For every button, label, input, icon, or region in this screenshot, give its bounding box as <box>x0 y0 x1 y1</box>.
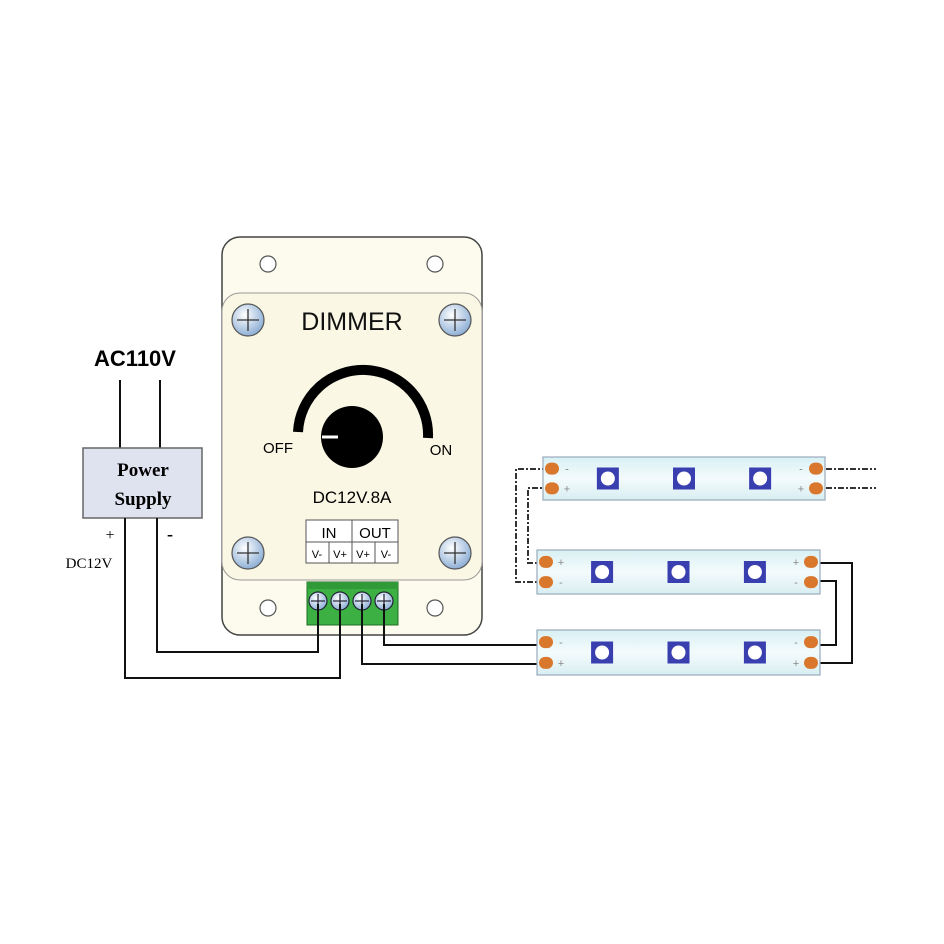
off-label: OFF <box>263 440 293 457</box>
led-chip-icon <box>591 561 614 583</box>
in-group-label: IN <box>322 525 337 542</box>
wire-strip3-strip2-positive <box>818 562 853 664</box>
psu-minus-label: - <box>167 524 173 544</box>
screw-icon <box>438 536 472 570</box>
dimmer-unit: DIMMER OFF ON DC12V.8A IN OUT V- V+ V+ V… <box>221 236 483 636</box>
led-chip-icon <box>749 467 772 490</box>
pad-polarity-label: + <box>564 483 570 495</box>
wire-strip3-strip2-negative <box>818 580 837 646</box>
solder-pad <box>545 462 559 475</box>
solder-pad <box>804 636 818 649</box>
led-chip-icon <box>673 467 695 490</box>
wire-out-positive <box>361 604 540 665</box>
led-chip-icon <box>667 561 690 583</box>
pad-polarity-label: + <box>793 557 799 569</box>
solder-pad <box>539 576 553 589</box>
led-strip: + + - - <box>536 549 821 595</box>
ac-source-label: AC110V <box>94 346 176 371</box>
pad-polarity-label: + <box>558 557 564 569</box>
mounting-hole-icon <box>259 255 444 617</box>
led-chip-icon <box>596 467 619 490</box>
on-label: ON <box>430 442 453 459</box>
pad-polarity-label: - <box>565 464 569 476</box>
brightness-arc <box>293 364 434 439</box>
pad-polarity-label: + <box>793 658 799 670</box>
pad-polarity-label: - <box>794 637 798 649</box>
dimmer-knob[interactable] <box>321 406 383 468</box>
solder-pad <box>539 656 553 669</box>
pad-polarity-label: + <box>558 658 564 670</box>
solder-pad <box>539 555 553 568</box>
solder-pad <box>804 576 818 589</box>
solder-pad <box>804 656 818 669</box>
led-chip-icon <box>667 641 690 664</box>
psu-plus-label: + <box>105 527 114 544</box>
solder-pad <box>539 636 553 649</box>
wire-psu-positive <box>124 518 341 679</box>
dimmer-rating: DC12V.8A <box>313 488 392 507</box>
out-group-label: OUT <box>359 525 391 542</box>
pad-polarity-label: + <box>798 483 804 495</box>
terminal-label: V+ <box>356 549 370 561</box>
terminal-label: V- <box>312 549 323 561</box>
terminal-label: V- <box>381 549 392 561</box>
led-chip-icon <box>743 641 766 664</box>
dimmer-title: DIMMER <box>301 308 402 336</box>
pad-polarity-label: - <box>559 637 563 649</box>
power-supply: Power Supply <box>82 447 203 519</box>
pad-polarity-label: - <box>559 577 563 589</box>
wire-psu-negative <box>156 518 319 653</box>
screw-icon <box>231 303 265 337</box>
power-supply-label-1: Power <box>117 460 169 481</box>
led-strip: - - + + <box>542 456 826 501</box>
solder-pad <box>545 482 559 495</box>
terminal-label: V+ <box>333 549 347 561</box>
wire-out-negative <box>383 604 540 646</box>
pad-polarity-label: - <box>799 464 803 476</box>
solder-pad <box>809 482 823 495</box>
led-chip-icon <box>743 561 766 583</box>
pad-polarity-label: - <box>794 577 798 589</box>
terminal-screw-icon[interactable] <box>374 591 394 611</box>
led-strip: - - + + <box>536 629 821 676</box>
terminal-label-table: IN OUT V- V+ V+ V- <box>305 519 399 564</box>
wire-strip2-strip1-negative <box>515 468 548 583</box>
psu-output-label: DC12V <box>66 556 113 572</box>
solder-pad <box>804 555 818 568</box>
screw-icon <box>231 536 265 570</box>
led-chip-icon <box>591 641 614 664</box>
solder-pad <box>809 462 823 475</box>
screw-icon <box>438 303 472 337</box>
power-supply-label-2: Supply <box>114 489 172 510</box>
